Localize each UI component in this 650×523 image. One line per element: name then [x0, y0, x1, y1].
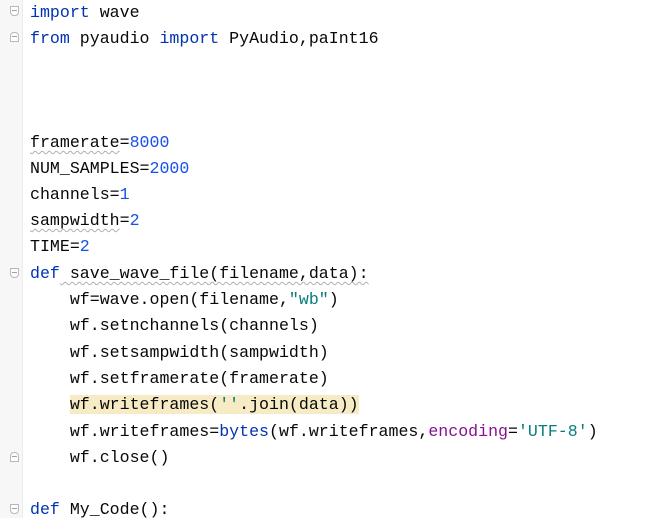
fold-end-icon[interactable] — [10, 32, 19, 42]
code-token: 2 — [79, 237, 90, 256]
code-token: .join(data)) — [239, 395, 359, 414]
code-token: encoding — [428, 422, 508, 441]
code-token: wf.close() — [30, 448, 170, 467]
fold-collapse-icon[interactable] — [10, 268, 19, 278]
code-line[interactable]: sampwidth=2 — [30, 208, 140, 234]
code-token: sampwidth — [30, 211, 120, 230]
code-line[interactable]: def My_Code(): — [30, 497, 169, 523]
code-token: NUM_SAMPLES= — [30, 159, 150, 178]
code-token: = — [119, 211, 130, 230]
fold-collapse-icon[interactable] — [10, 6, 19, 16]
code-line[interactable]: framerate=8000 — [30, 130, 169, 156]
code-token: = — [508, 422, 518, 441]
code-token: save_wave_file(filename,data): — [59, 264, 369, 283]
code-token: wf.setsampwidth(sampwidth) — [30, 343, 329, 362]
code-line[interactable]: wf.setsampwidth(sampwidth) — [30, 340, 329, 366]
code-token: pyaudio — [69, 29, 160, 48]
code-line[interactable]: wf.writeframes=bytes(wf.writeframes,enco… — [30, 419, 598, 445]
code-token: 2000 — [149, 159, 190, 178]
code-token: def — [30, 500, 60, 519]
code-token: 'UTF-8' — [517, 422, 588, 441]
code-token: (wf.writeframes, — [269, 422, 429, 441]
code-token: ) — [328, 290, 339, 309]
code-token: TIME= — [30, 237, 80, 256]
code-token: 2 — [129, 211, 140, 230]
code-line[interactable]: wf.writeframes(''.join(data)) — [30, 392, 359, 418]
code-token: def — [30, 264, 60, 283]
code-token: ) — [587, 422, 598, 441]
code-token: bytes — [219, 422, 269, 441]
code-token — [30, 395, 70, 414]
code-token: wave — [89, 3, 140, 22]
code-line[interactable]: channels=1 — [30, 182, 130, 208]
code-token: PyAudio,paInt16 — [219, 29, 379, 48]
code-token: 8000 — [129, 133, 170, 152]
code-line[interactable]: wf.close() — [30, 445, 170, 471]
code-token: My_Code(): — [59, 500, 170, 519]
code-token: wf=wave.open(filename, — [30, 290, 289, 309]
code-line[interactable]: wf.setnchannels(channels) — [30, 313, 319, 339]
code-token: wf.writeframes( — [69, 395, 220, 414]
code-token: from — [30, 29, 70, 48]
code-token: framerate — [30, 133, 120, 152]
code-line[interactable]: def save_wave_file(filename,data): — [30, 261, 369, 287]
code-line[interactable]: from pyaudio import PyAudio,paInt16 — [30, 26, 379, 52]
code-token: = — [119, 133, 130, 152]
fold-end-icon[interactable] — [10, 452, 19, 462]
code-token: wf.setframerate(framerate) — [30, 369, 329, 388]
code-line[interactable]: NUM_SAMPLES=2000 — [30, 156, 189, 182]
code-token: '' — [219, 395, 240, 414]
code-token: wf.setnchannels(channels) — [30, 316, 319, 335]
code-token: channels= — [30, 185, 120, 204]
code-line[interactable]: wf=wave.open(filename,"wb") — [30, 287, 339, 313]
editor-gutter — [0, 0, 23, 518]
fold-collapse-icon[interactable] — [10, 504, 19, 514]
code-token: 1 — [119, 185, 130, 204]
code-line[interactable]: TIME=2 — [30, 234, 90, 260]
code-token: "wb" — [288, 290, 329, 309]
code-token: import — [159, 29, 220, 48]
code-token: wf.writeframes= — [30, 422, 220, 441]
code-token: import — [30, 3, 90, 22]
code-line[interactable]: wf.setframerate(framerate) — [30, 366, 329, 392]
code-line[interactable]: import wave — [30, 0, 140, 26]
